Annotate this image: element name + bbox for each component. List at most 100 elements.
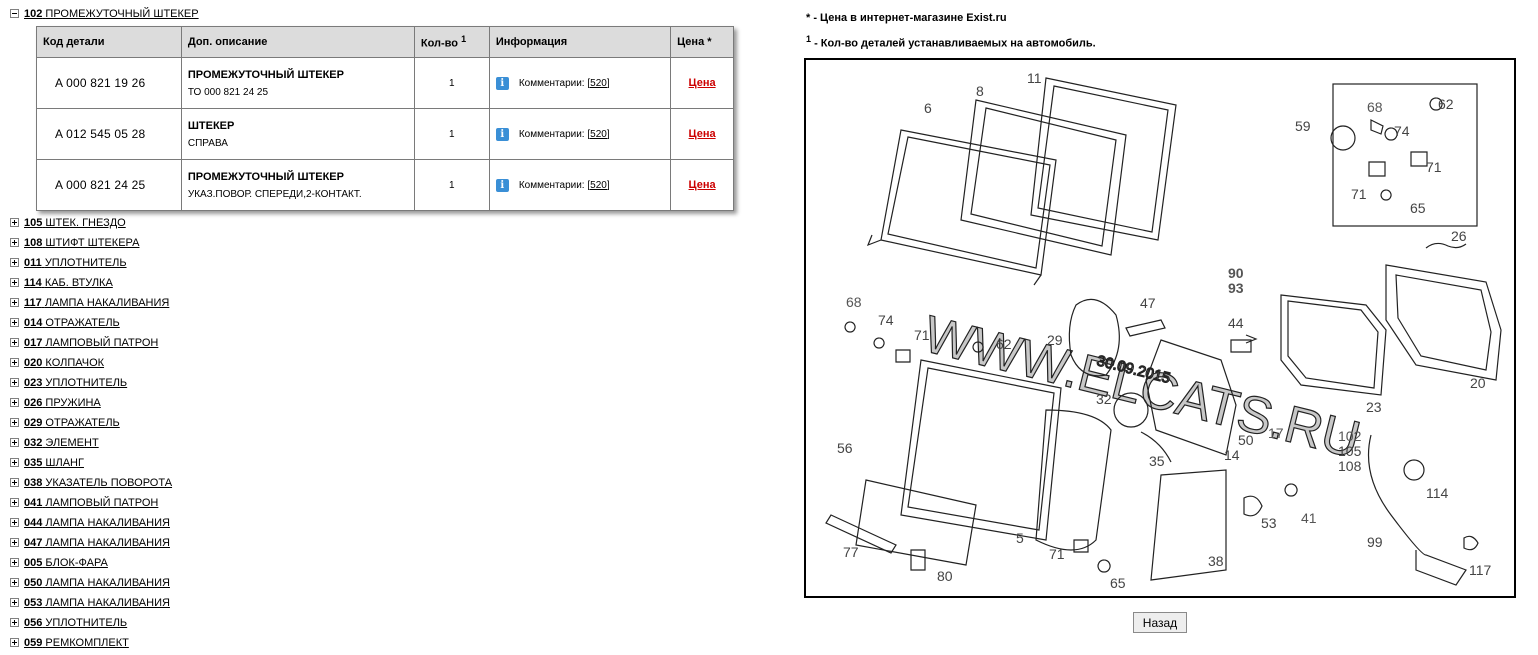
tree-row[interactable]: 023 УПЛОТНИТЕЛЬ <box>10 375 770 395</box>
label-117: 117 <box>1469 562 1492 578</box>
tree-link[interactable]: 050 ЛАМПА НАКАЛИВАНИЯ <box>24 577 170 589</box>
info-icon[interactable]: i <box>495 178 509 192</box>
tree-row[interactable]: 105 ШТЕК. ГНЕЗДО <box>10 215 770 235</box>
expand-icon[interactable] <box>10 317 19 327</box>
part-subtitle: СПРАВА <box>187 137 228 149</box>
expand-icon[interactable] <box>10 437 19 447</box>
tree-link[interactable]: 114 КАБ. ВТУЛКА <box>24 277 113 289</box>
tree-row[interactable]: 035 ШЛАНГ <box>10 455 770 475</box>
expand-icon[interactable] <box>10 417 19 427</box>
label-8: 8 <box>976 83 984 99</box>
expand-icon[interactable] <box>10 637 19 647</box>
part-code: A 000 821 19 26 <box>36 57 182 109</box>
tree-link[interactable]: 014 ОТРАЖАТЕЛЬ <box>24 317 120 329</box>
comment-link[interactable]: [520] <box>587 179 610 191</box>
tree-link[interactable]: 005 БЛОК-ФАРА <box>24 557 108 569</box>
indicator-38-shape <box>1150 469 1227 581</box>
tree-link[interactable]: 026 ПРУЖИНА <box>24 397 101 409</box>
back-button[interactable]: Назад <box>1133 612 1187 633</box>
label-56: 56 <box>837 440 853 456</box>
tree-row[interactable]: 050 ЛАМПА НАКАЛИВАНИЯ <box>10 575 770 595</box>
comment-label: Комментарии: <box>518 128 585 140</box>
expand-icon[interactable] <box>10 477 19 487</box>
tree-link[interactable]: 044 ЛАМПА НАКАЛИВАНИЯ <box>24 517 170 529</box>
expand-icon[interactable] <box>10 557 19 567</box>
tree-link[interactable]: 041 ЛАМПОВЫЙ ПАТРОН <box>24 497 159 509</box>
tree-row[interactable]: 029 ОТРАЖАТЕЛЬ <box>10 415 770 435</box>
comment-link[interactable]: [520] <box>587 128 610 140</box>
expand-icon[interactable] <box>10 457 19 467</box>
info-icon[interactable]: i <box>495 127 509 141</box>
label-71d: 71 <box>1049 546 1065 562</box>
expand-icon[interactable] <box>10 617 19 627</box>
tree-row[interactable]: 041 ЛАМПОВЫЙ ПАТРОН <box>10 495 770 515</box>
expand-icon[interactable] <box>10 517 19 527</box>
parts-diagram[interactable]: WWW.ELCATS.RU 30.09.2015 <box>804 58 1516 598</box>
tree-row[interactable]: 056 УПЛОТНИТЕЛЬ <box>10 615 770 635</box>
tree-link[interactable]: 038 УКАЗАТЕЛЬ ПОВОРОТА <box>24 477 173 489</box>
tree-row[interactable]: 038 УКАЗАТЕЛЬ ПОВОРОТА <box>10 475 770 495</box>
expand-icon[interactable] <box>10 497 19 507</box>
tree-row[interactable]: 047 ЛАМПА НАКАЛИВАНИЯ <box>10 535 770 555</box>
tree-row[interactable]: 053 ЛАМПА НАКАЛИВАНИЯ <box>10 595 770 615</box>
label-5: 5 <box>1016 530 1024 546</box>
tree-link[interactable]: 056 УПЛОТНИТЕЛЬ <box>24 617 128 629</box>
tree-row[interactable]: 017 ЛАМПОВЫЙ ПАТРОН <box>10 335 770 355</box>
tree-row[interactable]: 014 ОТРАЖАТЕЛЬ <box>10 315 770 335</box>
tree-link[interactable]: 023 УПЛОТНИТЕЛЬ <box>24 377 128 389</box>
tree-link[interactable]: 020 КОЛПАЧОК <box>24 357 105 369</box>
expand-icon[interactable] <box>10 277 19 287</box>
expand-icon[interactable] <box>10 397 19 407</box>
expand-icon[interactable] <box>10 597 19 607</box>
bulb-117-shape <box>1463 535 1479 551</box>
price-link[interactable]: Цена <box>688 77 716 89</box>
rod-77-shape <box>825 514 897 554</box>
tree-row[interactable]: 020 КОЛПАЧОК <box>10 355 770 375</box>
tree-link[interactable]: 035 ШЛАНГ <box>24 457 84 469</box>
tree-link[interactable]: 117 ЛАМПА НАКАЛИВАНИЯ <box>24 297 170 309</box>
price-link[interactable]: Цена <box>688 128 716 140</box>
tree-row-expanded[interactable]: 102 ПРОМЕЖУТОЧНЫЙ ШТЕКЕР <box>10 6 770 26</box>
expand-icon[interactable] <box>10 337 19 347</box>
tree-row[interactable]: 044 ЛАМПА НАКАЛИВАНИЯ <box>10 515 770 535</box>
lens-6-shape <box>880 129 1057 276</box>
info-icon[interactable]: i <box>495 76 509 90</box>
tree-link[interactable]: 059 РЕМКОМПЛЕКТ <box>24 637 129 649</box>
collapse-icon[interactable] <box>10 8 19 18</box>
tree-link[interactable]: 011 УПЛОТНИТЕЛЬ <box>24 257 127 269</box>
label-17: 17 <box>1268 425 1284 441</box>
tree-row[interactable]: 108 ШТИФТ ШТЕКЕРА <box>10 235 770 255</box>
tree-row[interactable]: 114 КАБ. ВТУЛКА <box>10 275 770 295</box>
tree-link[interactable]: 029 ОТРАЖАТЕЛЬ <box>24 417 120 429</box>
tree-row[interactable]: 059 РЕМКОМПЛЕКТ <box>10 635 770 655</box>
expand-icon[interactable] <box>10 257 19 267</box>
frame-8-shape <box>960 99 1127 256</box>
parts-tree: 102 ПРОМЕЖУТОЧНЫЙ ШТЕКЕР Код детали Доп.… <box>10 6 770 655</box>
expand-icon[interactable] <box>10 377 19 387</box>
tree-row[interactable]: 005 БЛОК-ФАРА <box>10 555 770 575</box>
tree-row[interactable]: 117 ЛАМПА НАКАЛИВАНИЯ <box>10 295 770 315</box>
expand-icon[interactable] <box>10 217 19 227</box>
tree-link[interactable]: 053 ЛАМПА НАКАЛИВАНИЯ <box>24 597 170 609</box>
expand-icon[interactable] <box>10 357 19 367</box>
expand-icon[interactable] <box>10 577 19 587</box>
price-link[interactable]: Цена <box>688 179 716 191</box>
tree-link[interactable]: 032 ЭЛЕМЕНТ <box>24 437 99 449</box>
comment-link[interactable]: [520] <box>587 77 610 89</box>
seal-23-shape <box>1280 294 1387 396</box>
tree-link[interactable]: 017 ЛАМПОВЫЙ ПАТРОН <box>24 337 159 349</box>
expand-icon[interactable] <box>10 297 19 307</box>
expand-icon[interactable] <box>10 537 19 547</box>
tree-row[interactable]: 026 ПРУЖИНА <box>10 395 770 415</box>
expand-icon[interactable] <box>10 237 19 247</box>
tree-link-expanded[interactable]: 102 ПРОМЕЖУТОЧНЫЙ ШТЕКЕР <box>24 8 199 20</box>
tree-link[interactable]: 105 ШТЕК. ГНЕЗДО <box>24 217 126 229</box>
tree-link[interactable]: 108 ШТИФТ ШТЕКЕРА <box>24 237 140 249</box>
trim-strip-shape <box>855 479 977 566</box>
tree-link[interactable]: 047 ЛАМПА НАКАЛИВАНИЯ <box>24 537 170 549</box>
tree-row[interactable]: 032 ЭЛЕМЕНТ <box>10 435 770 455</box>
tree-row[interactable]: 011 УПЛОТНИТЕЛЬ <box>10 255 770 275</box>
label-102[interactable]: 102 <box>1338 428 1362 444</box>
